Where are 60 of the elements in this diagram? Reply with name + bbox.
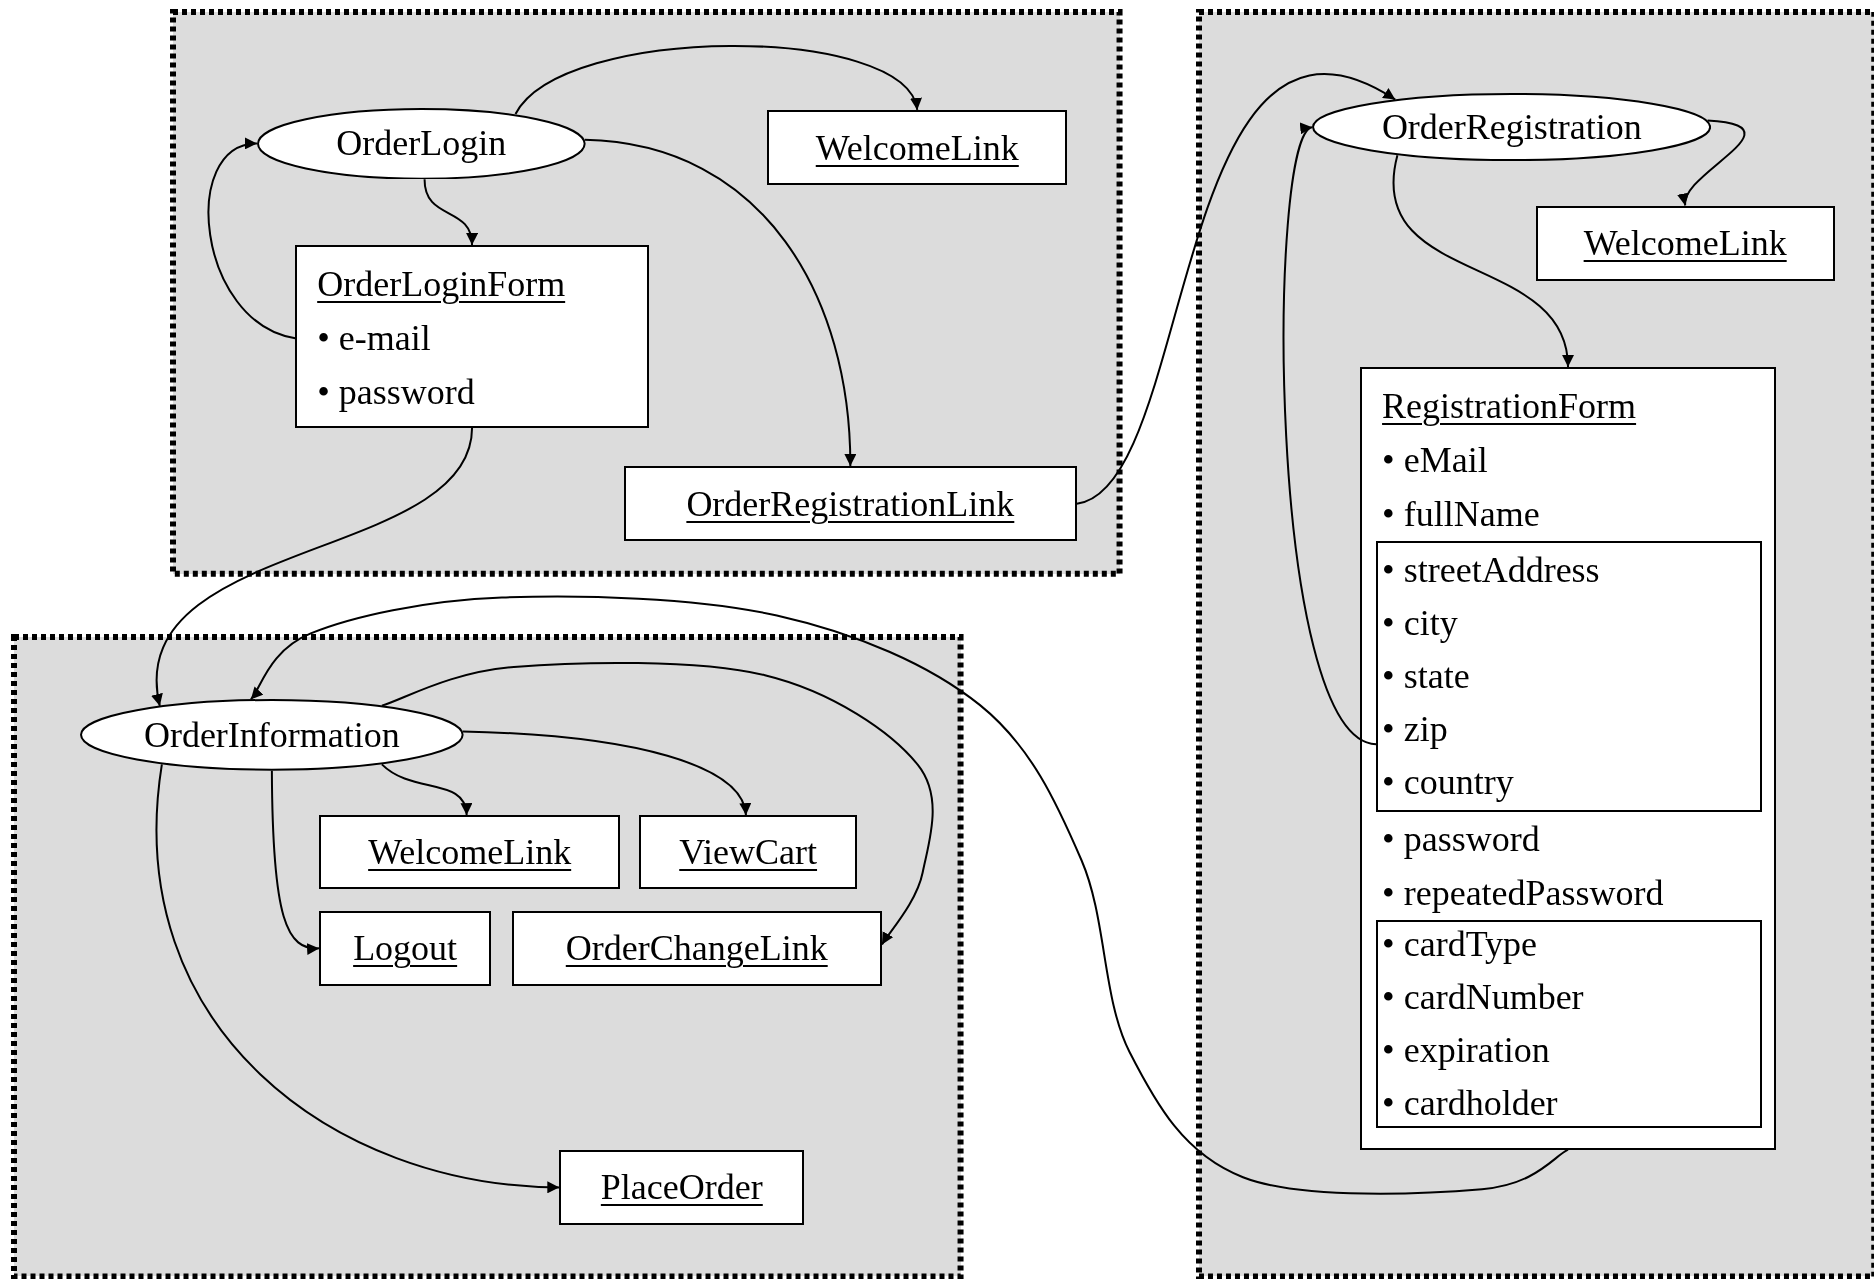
field-item: • city [1382, 602, 1458, 646]
field-item: • e-mail [317, 317, 431, 360]
field-item: • cardholder [1382, 1082, 1558, 1126]
page-ellipse [1312, 93, 1712, 162]
field-item: • expiration [1382, 1029, 1550, 1073]
link-label: PlaceOrder [600, 1166, 763, 1210]
arrow [514, 44, 919, 116]
link-label: OrderRegistrationLink [686, 482, 1015, 526]
arrow [1680, 119, 1746, 207]
page-label: OrderInformation [143, 714, 400, 757]
arrow [270, 769, 321, 954]
link-box [1535, 205, 1835, 281]
dotted-group-area [173, 11, 1120, 574]
form-box [295, 245, 649, 428]
page-ellipse [80, 699, 464, 771]
link-box [511, 910, 882, 986]
page-label: OrderLogin [336, 122, 507, 166]
field-item: • cardNumber [1382, 976, 1584, 1020]
field-item: • repeatedPassword [1382, 872, 1664, 916]
arrow [583, 138, 856, 468]
field-item: • cardType [1382, 923, 1538, 967]
arrow [153, 426, 474, 707]
arrow [1075, 75, 1397, 505]
link-label: WelcomeLink [368, 831, 572, 875]
link-label: Logout [353, 927, 458, 971]
link-label: OrderLoginForm [317, 263, 566, 306]
field-group-box [1376, 920, 1763, 1129]
arrow [155, 763, 561, 1193]
link-box [319, 815, 621, 890]
field-item: • password [317, 371, 475, 414]
arrow [1392, 154, 1573, 368]
link-box [319, 910, 492, 986]
arrow [380, 661, 934, 946]
page-label: OrderRegistration [1381, 106, 1642, 150]
link-box [623, 466, 1077, 542]
field-item: • zip [1382, 708, 1448, 752]
arrow [380, 763, 471, 817]
field-item: • password [1382, 818, 1540, 862]
arrow [461, 730, 750, 817]
field-item: • fullName [1382, 492, 1540, 536]
dotted-group-area [1198, 11, 1874, 1277]
link-box [767, 109, 1068, 186]
arrow [249, 595, 1570, 1195]
link-box [559, 1149, 805, 1225]
form-box [1360, 366, 1776, 1150]
field-item: • state [1382, 655, 1470, 699]
arrow [423, 178, 477, 246]
link-label: WelcomeLink [815, 126, 1019, 170]
page-ellipse [256, 107, 586, 180]
link-label: ViewCart [679, 831, 818, 875]
field-item: • country [1382, 761, 1514, 805]
arrow [207, 139, 297, 340]
field-item: • eMail [1382, 438, 1488, 482]
link-label: RegistrationForm [1382, 384, 1637, 428]
link-label: WelcomeLink [1583, 222, 1787, 266]
field-item: • streetAddress [1382, 549, 1600, 593]
field-group-box [1376, 540, 1763, 813]
link-label: OrderChangeLink [565, 927, 828, 971]
dotted-group-area [14, 637, 961, 1277]
link-box [639, 815, 857, 890]
